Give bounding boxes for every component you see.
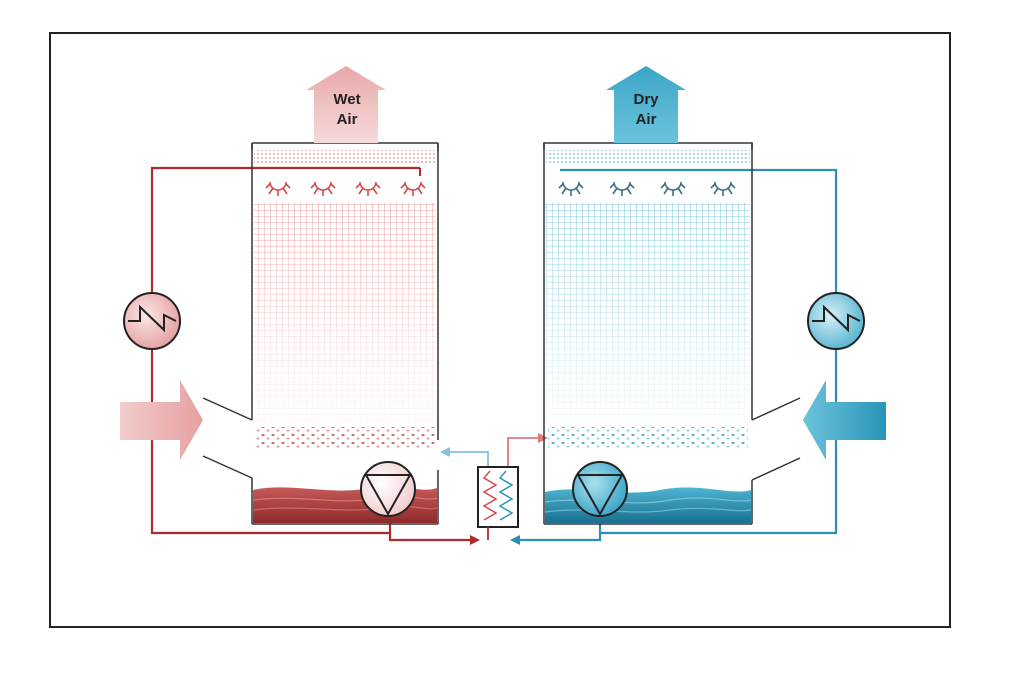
dry-mist-eliminator	[546, 150, 750, 164]
dry-tower: Dry Air	[510, 66, 886, 545]
wet-rain-droplets	[256, 427, 436, 449]
spray-nozzle-icon	[310, 181, 336, 196]
pump-icon	[572, 461, 628, 517]
pump-icon	[360, 461, 416, 517]
central-heat-exchanger	[440, 433, 548, 540]
dry-air-label-line1: Dry	[633, 91, 659, 108]
wet-to-exchanger-arrowhead	[470, 535, 480, 545]
dry-fill-packing	[546, 203, 750, 425]
wet-air-label-line2: Air	[337, 111, 358, 128]
spray-nozzle-icon	[609, 181, 635, 196]
wet-air-inlet-arrow	[120, 380, 203, 460]
wet-air-outlet-arrow: Wet Air	[306, 66, 386, 143]
heat-exchanger-icon	[477, 466, 519, 528]
dry-loop-pipe	[560, 168, 838, 535]
wet-loop-pipe	[150, 166, 420, 535]
dry-to-exchanger-pipe	[518, 518, 602, 542]
dry-air-label-line2: Air	[636, 111, 657, 128]
exchanger-red-supply	[507, 437, 540, 467]
wet-mist-eliminator	[254, 150, 436, 164]
dry-rain-droplets	[548, 427, 748, 449]
spray-nozzle-icon	[710, 181, 736, 196]
spray-nozzle-icon	[355, 181, 381, 196]
wet-to-exchanger-pipe	[388, 518, 472, 542]
wet-spray-nozzles	[265, 181, 426, 196]
dry-to-exchanger-arrowhead	[510, 535, 520, 545]
dry-air-outlet-arrow: Dry Air	[606, 66, 686, 143]
heat-exchanger-icon	[123, 292, 181, 350]
dry-air-inlet-arrow	[803, 380, 886, 460]
wet-tower: Wet Air	[120, 66, 480, 545]
dry-spray-nozzles	[558, 181, 736, 196]
spray-nozzle-icon	[265, 181, 291, 196]
spray-nozzle-icon	[400, 181, 426, 196]
wet-air-label-line1: Wet	[333, 91, 360, 108]
heat-exchanger-icon	[807, 292, 865, 350]
spray-nozzle-icon	[558, 181, 584, 196]
exchanger-blue-return	[446, 451, 489, 467]
spray-nozzle-icon	[660, 181, 686, 196]
wet-fill-packing	[254, 203, 436, 425]
